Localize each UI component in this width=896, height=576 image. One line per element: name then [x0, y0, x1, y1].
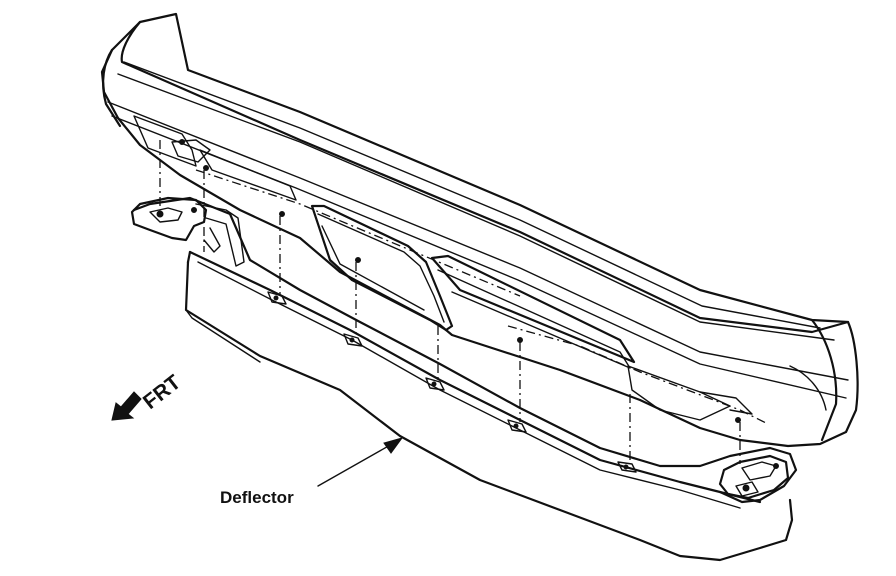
arrow-down-left-icon: [111, 391, 142, 421]
right-bracket: [718, 454, 790, 500]
left-bracket: [130, 196, 245, 267]
leader-arrow-icon: [317, 437, 404, 487]
alignment-lines: [159, 140, 741, 464]
deflector-label: Deflector: [220, 488, 294, 507]
bumper-fascia: [100, 12, 859, 448]
front-label: FRT: [139, 371, 185, 414]
